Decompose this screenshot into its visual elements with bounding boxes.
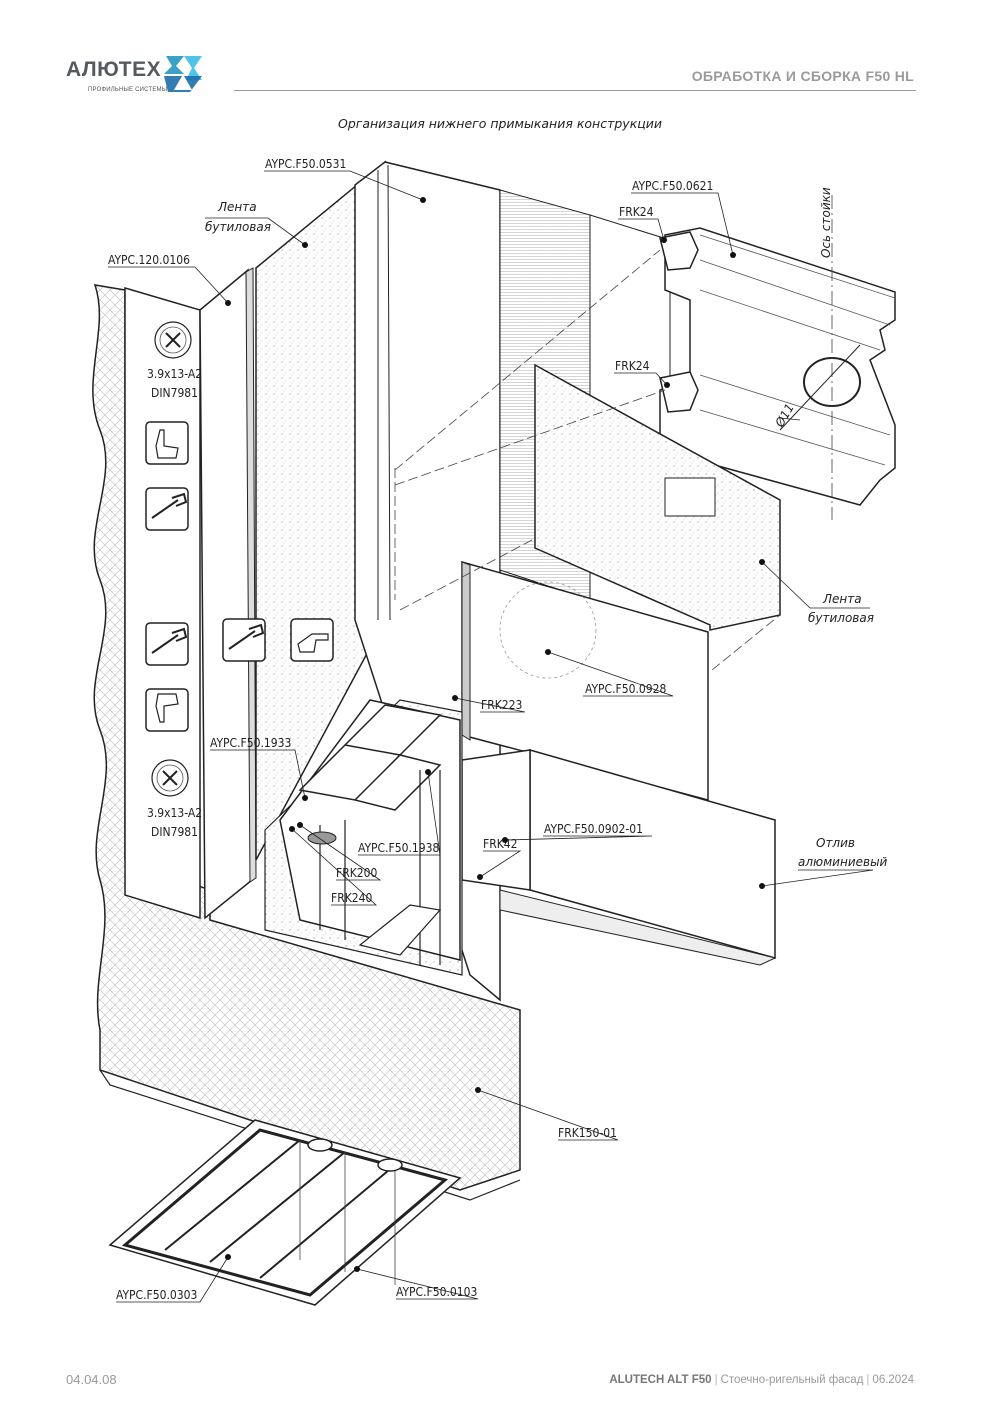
logo-mark-icon bbox=[164, 56, 202, 92]
label-frk24-mid: FRK24 bbox=[615, 359, 650, 373]
label-screw-top-std: DIN7981 bbox=[151, 386, 198, 400]
hand-press-icon bbox=[145, 688, 189, 732]
base-profile bbox=[108, 1119, 462, 1306]
label-tape-left-1: Лента bbox=[217, 200, 257, 214]
pressure-plate-aypc-f50-0928 bbox=[461, 561, 709, 801]
projection-lines bbox=[394, 249, 781, 671]
label-frk200: FRK200 bbox=[336, 866, 378, 880]
label-otliv-1: Отлив bbox=[816, 836, 855, 850]
header-divider bbox=[234, 90, 916, 91]
bracket-aypc-120-0106 bbox=[124, 267, 257, 920]
transom-aypc-f50-0621 bbox=[589, 195, 896, 520]
aluminium-drip bbox=[461, 749, 777, 966]
label-aypc-f50-0531: AYPC.F50.0531 bbox=[265, 157, 346, 171]
footer-info: ALUTECH ALT F50|Стоечно-ригельный фасад|… bbox=[609, 1374, 914, 1386]
label-aypc-120-0106: AYPC.120.0106 bbox=[108, 253, 190, 267]
label-frk150-01: FRK150-01 bbox=[558, 1126, 617, 1140]
drawing-title: Организация нижнего примыкания конструкц… bbox=[337, 116, 663, 131]
page-number: 04.04.08 bbox=[66, 1372, 117, 1387]
transom-section-aypc-f50-1933 bbox=[264, 699, 463, 976]
footer-brand: ALUTECH ALT F50 bbox=[609, 1374, 712, 1386]
label-column-axis: Ось стойки bbox=[819, 187, 833, 258]
hand-press-icon bbox=[145, 421, 189, 465]
insulation-panel-right bbox=[534, 363, 781, 631]
label-otliv-2: алюминиевый bbox=[798, 855, 888, 869]
callout-dots bbox=[225, 197, 765, 1272]
label-frk42: FRK42 bbox=[483, 837, 518, 851]
footer-date: 06.2024 bbox=[872, 1374, 914, 1386]
page-header: АЛЮТЕХ ПРОФИЛЬНЫЕ СИСТЕМЫ ОБРАБОТКА И СБ… bbox=[0, 0, 1000, 100]
label-aypc-f50-1933: AYPC.F50.1933 bbox=[210, 736, 291, 750]
screw-head-icon bbox=[151, 759, 189, 797]
alutech-logo: АЛЮТЕХ ПРОФИЛЬНЫЕ СИСТЕМЫ bbox=[66, 56, 202, 93]
label-frk223: FRK223 bbox=[481, 698, 522, 712]
label-tape-right-2: бутиловая bbox=[808, 611, 874, 625]
label-aypc-f50-0621: AYPC.F50.0621 bbox=[632, 179, 713, 193]
leader-lines bbox=[108, 170, 874, 1303]
footer-description: Стоечно-ригельный фасад bbox=[720, 1374, 864, 1386]
sealant-gun-icon bbox=[145, 487, 189, 531]
screw-head-icon bbox=[154, 321, 192, 359]
label-tape-right-1: Лента bbox=[822, 592, 862, 606]
label-aypc-f50-0103: AYPC.F50.0103 bbox=[396, 1285, 477, 1299]
hand-point-icon bbox=[290, 618, 334, 662]
label-tape-left-2: бутиловая bbox=[205, 220, 271, 234]
sealant-gun-icon bbox=[222, 618, 266, 662]
section-title: ОБРАБОТКА И СБОРКА F50 HL bbox=[691, 68, 914, 84]
label-frk24-top: FRK24 bbox=[619, 205, 654, 219]
label-screw-bottom-size: 3.9x13-A2 bbox=[147, 806, 202, 820]
label-screw-top-size: 3.9x13-A2 bbox=[147, 367, 202, 381]
sealant-gun-icon bbox=[145, 622, 189, 666]
label-aypc-f50-0303: AYPC.F50.0303 bbox=[116, 1288, 197, 1302]
label-aypc-f50-0902-01: AYPC.F50.0902-01 bbox=[544, 822, 643, 836]
label-aypc-f50-1938: AYPC.F50.1938 bbox=[358, 841, 439, 855]
label-screw-bottom-std: DIN7981 bbox=[151, 825, 198, 839]
logo-subtitle: ПРОФИЛЬНЫЕ СИСТЕМЫ bbox=[88, 87, 168, 93]
logo-text: АЛЮТЕХ bbox=[66, 58, 162, 81]
label-aypc-f50-0928: AYPC.F50.0928 bbox=[585, 682, 666, 696]
label-frk240: FRK240 bbox=[331, 891, 373, 905]
